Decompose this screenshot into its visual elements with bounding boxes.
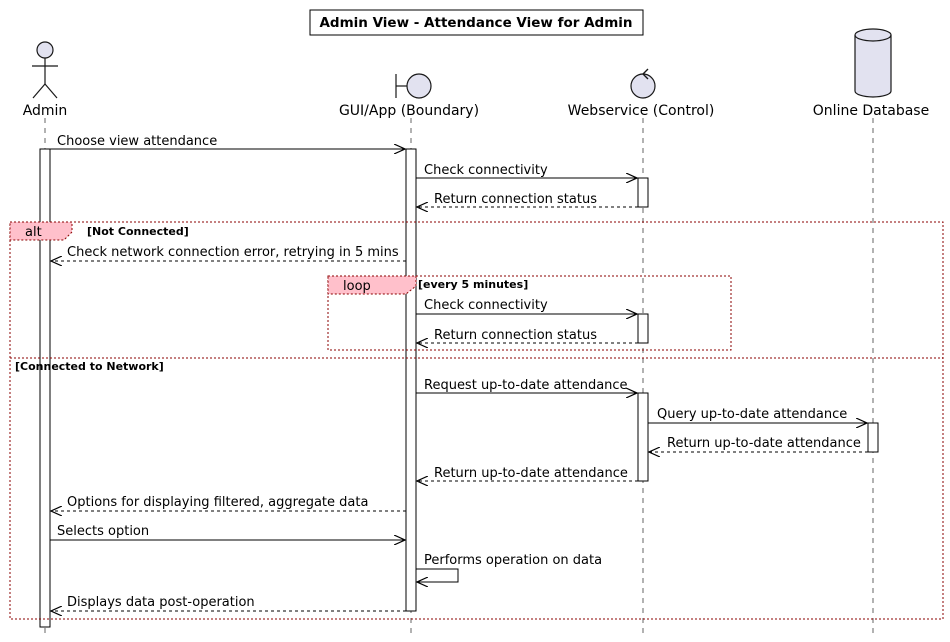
message-return-connection-status-1: Return connection status: [417, 192, 638, 207]
message-label: Return up-to-date attendance: [667, 436, 861, 451]
message-label: Choose view attendance: [57, 134, 217, 149]
activation-bar-gui: [405, 148, 417, 612]
message-request-attendance: Request up-to-date attendance: [416, 378, 637, 393]
alt-condition-label: [Not Connected]: [87, 225, 189, 238]
participant-label-admin: Admin: [23, 103, 68, 119]
message-label: Return connection status: [434, 192, 597, 207]
message-return-attendance-db: Return up-to-date attendance: [649, 436, 868, 452]
database-icon: [854, 28, 892, 98]
diagram-title: Admin View - Attendance View for Admin: [319, 15, 632, 31]
alt-else-condition-label: [Connected to Network]: [15, 360, 164, 373]
message-label: Selects option: [57, 524, 149, 539]
activation-bar-admin: [39, 148, 51, 628]
message-check-connectivity-2: Check connectivity: [416, 298, 637, 314]
message-label: Query up-to-date attendance: [657, 407, 847, 422]
message-network-error: Check network connection error, retrying…: [51, 245, 406, 261]
participant-label-database: Online Database: [813, 103, 929, 119]
participant-label-gui: GUI/App (Boundary): [339, 103, 479, 119]
message-return-attendance-ws: Return up-to-date attendance: [417, 466, 638, 481]
message-label: Displays data post-operation: [67, 595, 255, 610]
message-display-options: Options for displaying filtered, aggrega…: [51, 495, 406, 511]
participant-database: Online Database: [813, 28, 929, 119]
participant-admin: Admin: [23, 41, 68, 119]
message-label: Check connectivity: [424, 163, 548, 178]
participant-webservice: Webservice (Control): [568, 68, 715, 119]
message-label: Options for displaying filtered, aggrega…: [67, 495, 368, 510]
message-displays-data: Displays data post-operation: [51, 595, 406, 611]
message-label: Return up-to-date attendance: [434, 466, 628, 481]
message-choose-view-attendance: Choose view attendance: [50, 134, 405, 149]
activation-bar-database: [867, 422, 879, 453]
message-label: Check network connection error, retrying…: [67, 245, 399, 260]
activation-bar-webservice-2: [637, 313, 649, 344]
message-label: Check connectivity: [424, 298, 548, 313]
loop-frame: loop [every 5 minutes]: [327, 275, 732, 351]
control-icon: [630, 68, 656, 99]
message-selects-option: Selects option: [50, 524, 405, 540]
message-label: Performs operation on data: [424, 553, 602, 568]
message-check-connectivity-1: Check connectivity: [416, 163, 637, 178]
loop-frame-tag: loop: [343, 279, 371, 294]
message-label: Return connection status: [434, 328, 597, 343]
message-return-connection-status-2: Return connection status: [417, 328, 638, 343]
actor-icon: [32, 41, 58, 99]
message-label: Request up-to-date attendance: [424, 378, 628, 393]
activation-bar-webservice-3: [637, 392, 649, 482]
boundary-icon: [395, 73, 432, 99]
loop-condition-label: [every 5 minutes]: [418, 278, 528, 291]
alt-frame-tag: alt: [25, 225, 42, 240]
participant-gui: GUI/App (Boundary): [339, 73, 479, 119]
alt-frame: alt [Not Connected] [Connected to Networ…: [9, 221, 944, 620]
participant-label-webservice: Webservice (Control): [568, 103, 715, 119]
title-box: [309, 9, 644, 36]
message-query-attendance: Query up-to-date attendance: [648, 407, 867, 423]
message-performs-operation: Performs operation on data: [416, 553, 602, 582]
activation-bar-webservice-1: [637, 177, 649, 208]
